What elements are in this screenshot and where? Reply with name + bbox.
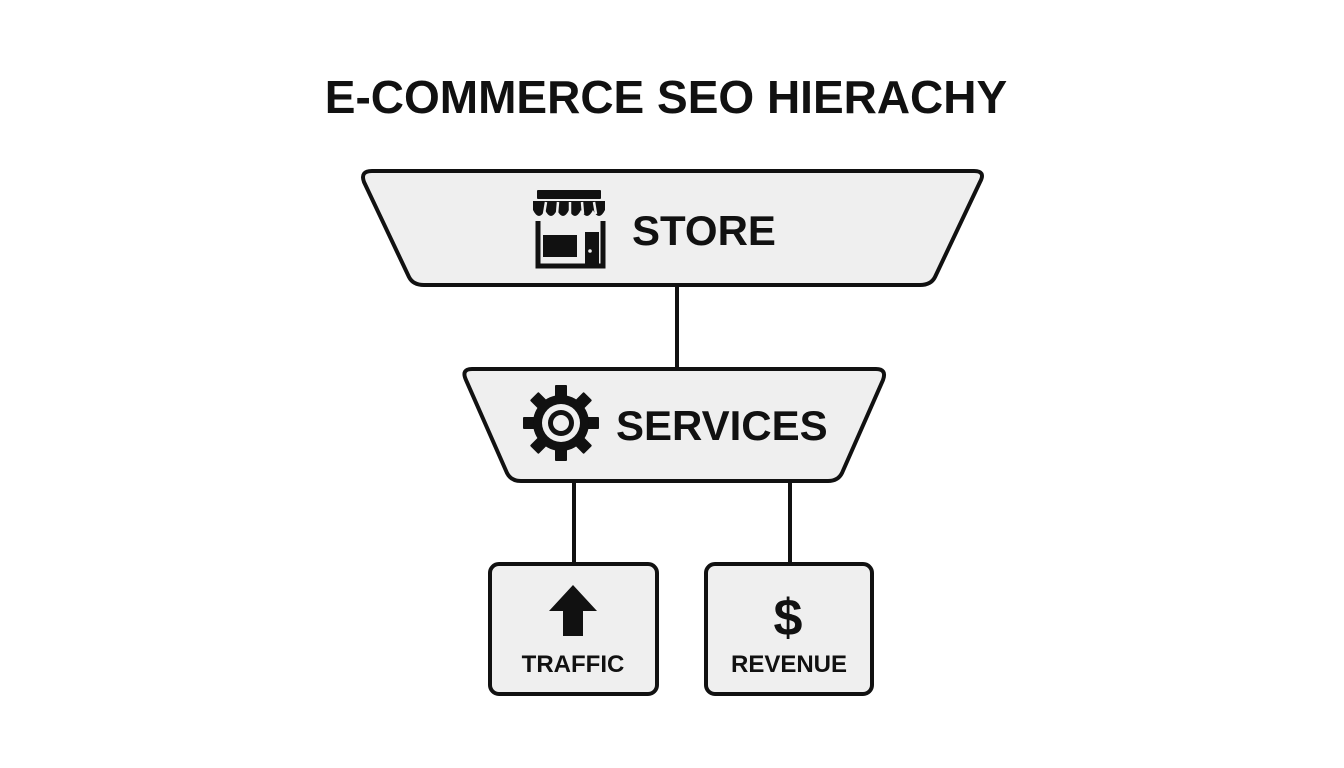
node-store-shape — [361, 169, 984, 287]
dollar-icon: $ — [774, 589, 803, 647]
arrow-up-icon — [549, 585, 597, 636]
diagram-title: E-COMMERCE SEO HIERACHY — [325, 71, 1007, 123]
node-traffic-label: TRAFFIC — [522, 651, 625, 678]
node-store-label: STORE — [632, 207, 776, 254]
node-services-label: SERVICES — [616, 402, 828, 449]
node-services[interactable]: SERVICES — [462, 367, 887, 483]
storefront-icon — [533, 190, 606, 269]
connectors — [572, 285, 792, 564]
node-revenue-shape — [704, 562, 874, 696]
node-revenue[interactable]: $ REVENUE — [704, 562, 874, 696]
node-traffic[interactable]: TRAFFIC — [488, 562, 659, 696]
node-store[interactable]: STORE — [361, 169, 984, 287]
node-revenue-label: REVENUE — [731, 651, 847, 678]
gear-icon — [523, 385, 599, 461]
